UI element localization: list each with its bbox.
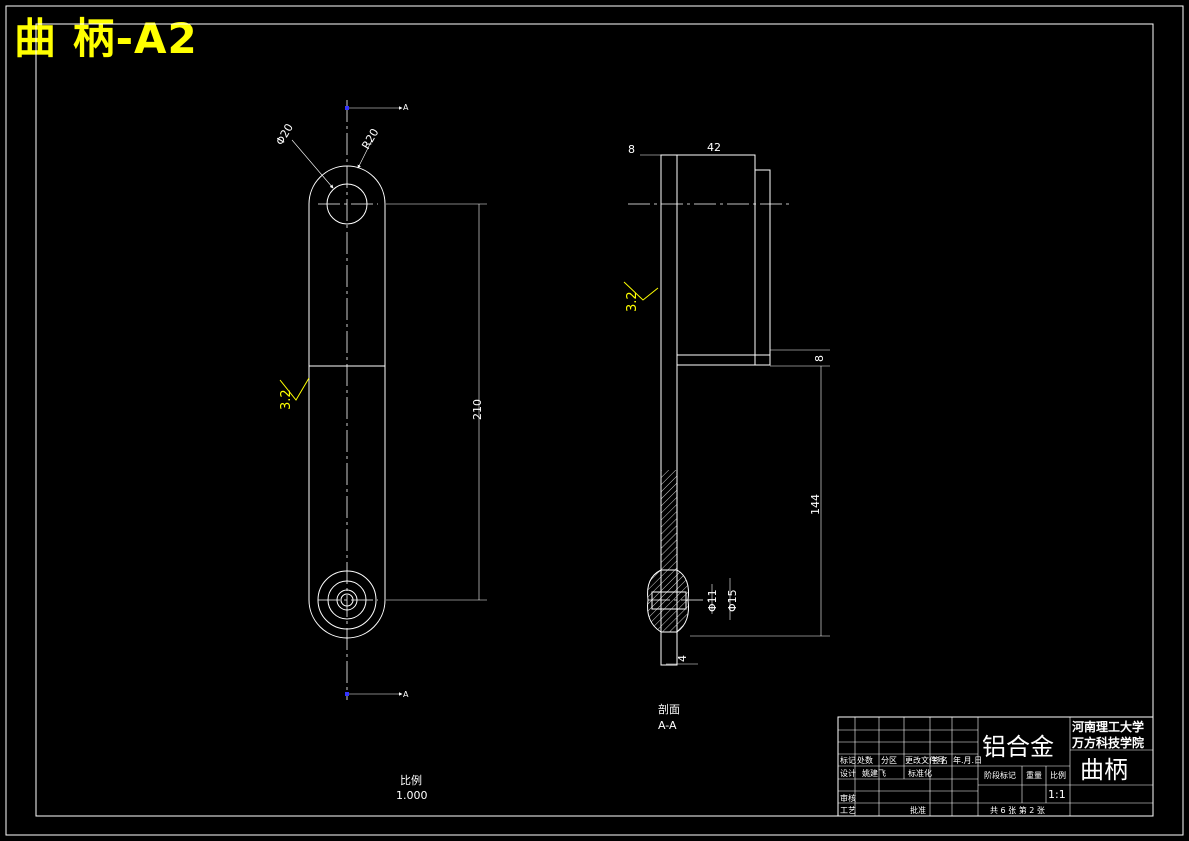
dim-dia11: Φ11 bbox=[706, 589, 719, 612]
leader-dia20 bbox=[291, 139, 334, 189]
hatch-region bbox=[661, 470, 677, 570]
tb-header-1: 处数 bbox=[857, 755, 873, 765]
section-view: 8 42 8 144 Φ11 Φ15 4 3.2 剖面 A-A bbox=[623, 141, 830, 732]
dim-dia20: Φ20 bbox=[273, 121, 296, 147]
bottom-hole-inner bbox=[340, 593, 354, 607]
tb-header-5: 年.月.日 bbox=[953, 755, 982, 765]
tb-header-3: 更改文件号 bbox=[905, 755, 945, 765]
fork-rect bbox=[676, 154, 756, 356]
section-mark-top bbox=[345, 106, 349, 110]
title-block: 标记 处数 分区 更改文件号 签名 年.月.日 设计 姚建飞 标准化 审核 工艺… bbox=[837, 716, 1154, 817]
tb-stage-label: 阶段标记 bbox=[984, 770, 1016, 780]
boss-hole bbox=[651, 591, 687, 610]
tb-design-0: 设计 bbox=[840, 768, 856, 778]
tb-design-1: 姚建飞 bbox=[862, 768, 886, 778]
dim-r20: R20 bbox=[359, 126, 381, 151]
tb-review: 审核 bbox=[840, 793, 856, 803]
tb-scale-label: 比例 bbox=[1050, 770, 1066, 780]
fork-right-plate bbox=[754, 169, 771, 366]
roughness-front: 3.2 bbox=[279, 389, 294, 410]
top-hole bbox=[326, 183, 368, 225]
section-letter-top: A bbox=[403, 103, 409, 112]
dim-4: 4 bbox=[676, 655, 689, 662]
bottom-hole bbox=[336, 589, 358, 611]
bottom-boss-mid bbox=[327, 580, 367, 620]
bottom-boss-outer bbox=[317, 570, 377, 630]
tb-process-1: 批准 bbox=[910, 805, 926, 815]
section-mark-bottom bbox=[345, 692, 349, 696]
scale-label: 比例 bbox=[400, 773, 422, 787]
tb-process-0: 工艺 bbox=[840, 806, 856, 815]
tb-header-4: 签名 bbox=[932, 755, 948, 765]
section-label: 剖面 bbox=[658, 702, 680, 716]
tb-design-2: 标准化 bbox=[908, 768, 932, 778]
dim-144: 144 bbox=[809, 494, 822, 515]
tb-scale-value: 1:1 bbox=[1048, 788, 1066, 801]
outer-border bbox=[5, 5, 1184, 836]
tb-school-1: 河南理工大学 bbox=[1071, 719, 1144, 734]
tb-school-2: 万方科技学院 bbox=[1071, 735, 1144, 750]
title-block-frame bbox=[837, 716, 1154, 817]
dim-42: 42 bbox=[707, 141, 721, 154]
dim-8-top: 8 bbox=[628, 143, 635, 156]
roughness-section: 3.2 bbox=[625, 291, 640, 312]
tb-sheets: 共 6 张 第 2 张 bbox=[990, 805, 1045, 815]
leader-r20 bbox=[357, 139, 373, 169]
tb-header-2: 分区 bbox=[881, 756, 897, 765]
dim-210: 210 bbox=[471, 399, 484, 420]
tb-header-0: 标记 bbox=[840, 755, 856, 765]
crank-outline bbox=[308, 165, 386, 639]
tb-material: 铝合金 bbox=[982, 733, 1054, 761]
roughness-symbol-section bbox=[623, 281, 659, 301]
section-view-name: A-A bbox=[658, 719, 677, 732]
drawing-title: 曲 柄-A2 bbox=[14, 14, 198, 63]
tb-weight-label: 重量 bbox=[1026, 770, 1042, 780]
section-letter-bottom: A bbox=[403, 690, 409, 699]
inner-border bbox=[35, 23, 1154, 817]
hatch-boss bbox=[647, 569, 689, 633]
dim-8-right: 8 bbox=[813, 355, 826, 362]
roughness-symbol-front bbox=[279, 377, 310, 401]
scale-value: 1.000 bbox=[396, 789, 428, 802]
front-view: A A Φ20 R20 210 3.2 bbox=[273, 100, 487, 700]
dim-dia15: Φ15 bbox=[726, 589, 739, 612]
tb-part-name: 曲柄 bbox=[1080, 756, 1128, 784]
